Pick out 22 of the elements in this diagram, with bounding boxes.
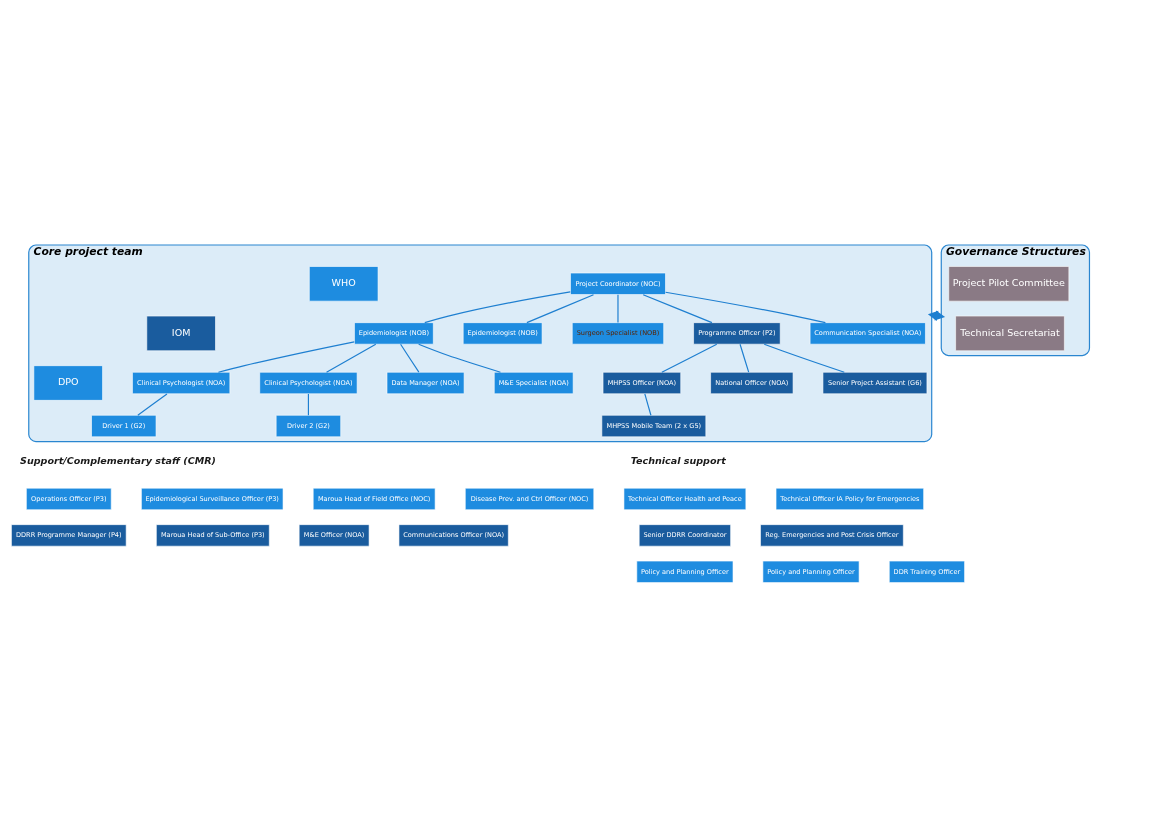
connector <box>418 343 502 373</box>
connector <box>763 343 845 373</box>
node-box: DPO <box>33 365 103 401</box>
connector <box>325 343 377 373</box>
connector <box>664 291 826 324</box>
connector <box>424 291 571 324</box>
connector <box>617 294 619 324</box>
connector <box>644 393 652 416</box>
node-box: WHO <box>309 266 379 302</box>
node-box: Technical Secretariat <box>955 315 1065 352</box>
connector <box>307 393 310 416</box>
label: Technical support <box>630 455 726 467</box>
node-box: IOM <box>146 315 216 352</box>
connector <box>661 343 718 373</box>
connector <box>526 294 595 324</box>
node-box: Project Pilot Committee <box>948 266 1070 302</box>
connector <box>642 294 713 324</box>
connector <box>137 393 168 416</box>
connector <box>400 343 420 373</box>
connector <box>739 343 750 373</box>
label: Support/Complementary staff (CMR) <box>20 455 216 467</box>
connector <box>217 341 355 373</box>
